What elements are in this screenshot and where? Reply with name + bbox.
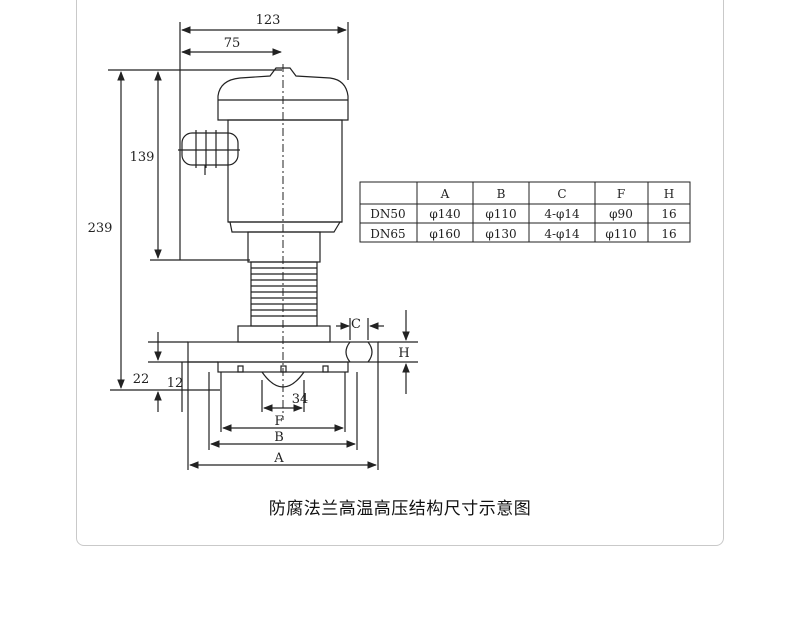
- table-header-c: C: [557, 187, 566, 201]
- table-header-h: H: [664, 187, 674, 201]
- dim-offset-width: 75: [224, 36, 241, 51]
- table-cell: DN65: [370, 227, 405, 241]
- table-cell: φ110: [485, 207, 516, 221]
- content-card: [76, 0, 724, 546]
- dim-f: F: [274, 414, 283, 429]
- table-cell: 16: [661, 227, 676, 241]
- dim-total-height: 239: [88, 221, 113, 236]
- figure-caption: 防腐法兰高温高压结构尺寸示意图: [268, 499, 532, 519]
- table-cell: φ140: [429, 207, 460, 221]
- table-cell: 4-φ14: [544, 227, 580, 241]
- dim-flange-thickness: 12: [167, 376, 184, 391]
- dim-bore: 34: [292, 392, 309, 407]
- dim-overall-width: 123: [256, 13, 281, 28]
- table-cell: 16: [661, 207, 676, 221]
- dim-upper-height: 139: [130, 150, 155, 165]
- dim-h: H: [398, 346, 409, 361]
- table-cell: φ130: [485, 227, 516, 241]
- table-cell: φ90: [609, 207, 633, 221]
- dim-c: C: [351, 317, 361, 332]
- table-cell: φ110: [605, 227, 636, 241]
- table-cell: 4-φ14: [544, 207, 580, 221]
- dim-flange-height: 22: [133, 372, 150, 387]
- table-cell: DN50: [370, 207, 405, 221]
- table-header-b: B: [497, 187, 506, 201]
- table-cell: φ160: [429, 227, 460, 241]
- dim-a: A: [273, 451, 284, 466]
- spec-table: A B C F H DN50 φ140 φ110 4-φ14 φ90 16 DN…: [359, 181, 691, 243]
- dim-b: B: [274, 430, 284, 445]
- table-header-f: F: [617, 187, 625, 201]
- table-header-a: A: [440, 187, 450, 201]
